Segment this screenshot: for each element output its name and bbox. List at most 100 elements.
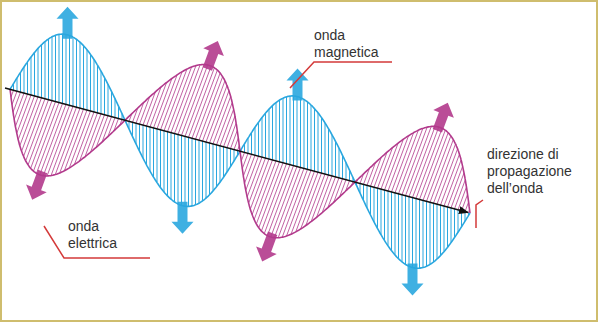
hatch-line: [247, 157, 262, 197]
hatch-line: [304, 99, 305, 168]
hatch-line: [261, 164, 286, 231]
hatch-line: [216, 145, 217, 187]
hatch-line: [283, 98, 284, 163]
hatch-line: [139, 124, 140, 151]
hatch-line: [332, 135, 333, 176]
hatch-line: [164, 131, 165, 192]
magnetic-field-arrow: [172, 202, 194, 234]
hatch-line: [406, 126, 432, 195]
hatch-line: [250, 159, 269, 209]
hatch-line: [59, 34, 60, 102]
hatch-line: [90, 54, 91, 111]
hatch-line: [192, 70, 217, 138]
hatch-line: [230, 149, 231, 167]
hatch-line: [55, 108, 80, 174]
propagation-axis: [5, 88, 468, 213]
hatch-line: [448, 166, 463, 207]
hatch-line: [325, 123, 326, 174]
hatch-line: [182, 65, 208, 135]
hatch-line: [31, 102, 56, 169]
hatch-line: [185, 66, 211, 136]
hatch-line: [314, 109, 315, 172]
hatch-line: [66, 34, 67, 104]
hatch-line: [153, 128, 154, 177]
hatch-line: [454, 209, 455, 238]
hatch-line: [199, 77, 223, 140]
hatch-line: [300, 98, 301, 168]
hatch-line: [409, 126, 435, 196]
hatch-line: [458, 187, 466, 210]
hatch-line: [223, 147, 224, 177]
magnetic-field-arrow: [287, 69, 309, 101]
hatch-line: [36, 103, 62, 173]
hatch-line: [321, 118, 322, 173]
leader-line: [290, 62, 392, 88]
hatch-line: [55, 35, 56, 101]
hatch-line: [251, 133, 252, 155]
hatch-line: [293, 96, 294, 166]
hatch-line: [209, 143, 210, 195]
hatch-line: [419, 199, 420, 268]
hatch-line: [441, 154, 460, 205]
hatch-line: [150, 127, 151, 171]
hatch-line: [398, 194, 399, 259]
hatch-line: [451, 173, 464, 208]
hatch-line: [13, 92, 20, 112]
hatch-line: [174, 134, 175, 202]
hatch-line: [447, 207, 448, 247]
hatch-line: [188, 137, 189, 206]
hatch-line: [80, 42, 81, 108]
hatch-line: [69, 35, 70, 105]
hatch-line: [416, 198, 417, 268]
hatch-line: [423, 200, 424, 267]
hatch-line: [97, 65, 98, 113]
hatch-line: [426, 201, 427, 266]
hatch-line: [258, 122, 259, 156]
hatch-line: [76, 39, 77, 107]
wave-label: onda magnetica: [314, 27, 394, 61]
hatch-line: [420, 130, 446, 199]
hatch-line: [213, 144, 214, 191]
field-arrows: [26, 7, 454, 296]
hatch-line: [370, 186, 371, 215]
hatch-line: [62, 34, 63, 103]
label-holder: direzione di propagazione dell’onda: [487, 146, 591, 197]
hatch-line: [111, 91, 112, 116]
hatch-line: [246, 156, 259, 190]
hatch-line: [279, 100, 280, 162]
hatch-line: [20, 97, 38, 146]
hatch-line: [413, 127, 439, 198]
hatch-line: [22, 98, 42, 151]
electric-field-arrow: [256, 232, 277, 262]
hatch-line: [286, 97, 287, 164]
hatch-line: [451, 208, 452, 243]
hatch-line: [213, 97, 231, 144]
hatch-line: [167, 132, 168, 196]
hatch-line: [374, 187, 375, 222]
hatch-line: [395, 193, 396, 255]
hatch-line: [276, 103, 277, 161]
hatch-line: [405, 196, 406, 265]
hatch-line: [269, 109, 270, 159]
hatch-line: [328, 129, 329, 175]
magnetic-field-arrow: [57, 7, 79, 39]
hatch-line: [278, 168, 304, 237]
hatch-line: [73, 37, 74, 106]
hatch-line: [175, 65, 201, 134]
hatch-line: [409, 197, 410, 267]
hatch-line: [227, 148, 228, 172]
hatch-line: [41, 45, 42, 98]
hatch-line: [243, 154, 251, 176]
wave-label: onda elettrica: [68, 218, 146, 252]
hatch-line: [262, 118, 263, 158]
hatch-line: [178, 65, 204, 135]
hatch-line: [231, 131, 238, 149]
hatch-line: [199, 140, 200, 203]
hatch-line: [33, 103, 59, 172]
hatch-line: [94, 59, 95, 111]
hatch-line: [391, 192, 392, 251]
hatch-line: [143, 125, 144, 158]
hatch-line: [192, 138, 193, 206]
hatch-line: [38, 48, 39, 96]
hatch-line: [307, 102, 308, 169]
